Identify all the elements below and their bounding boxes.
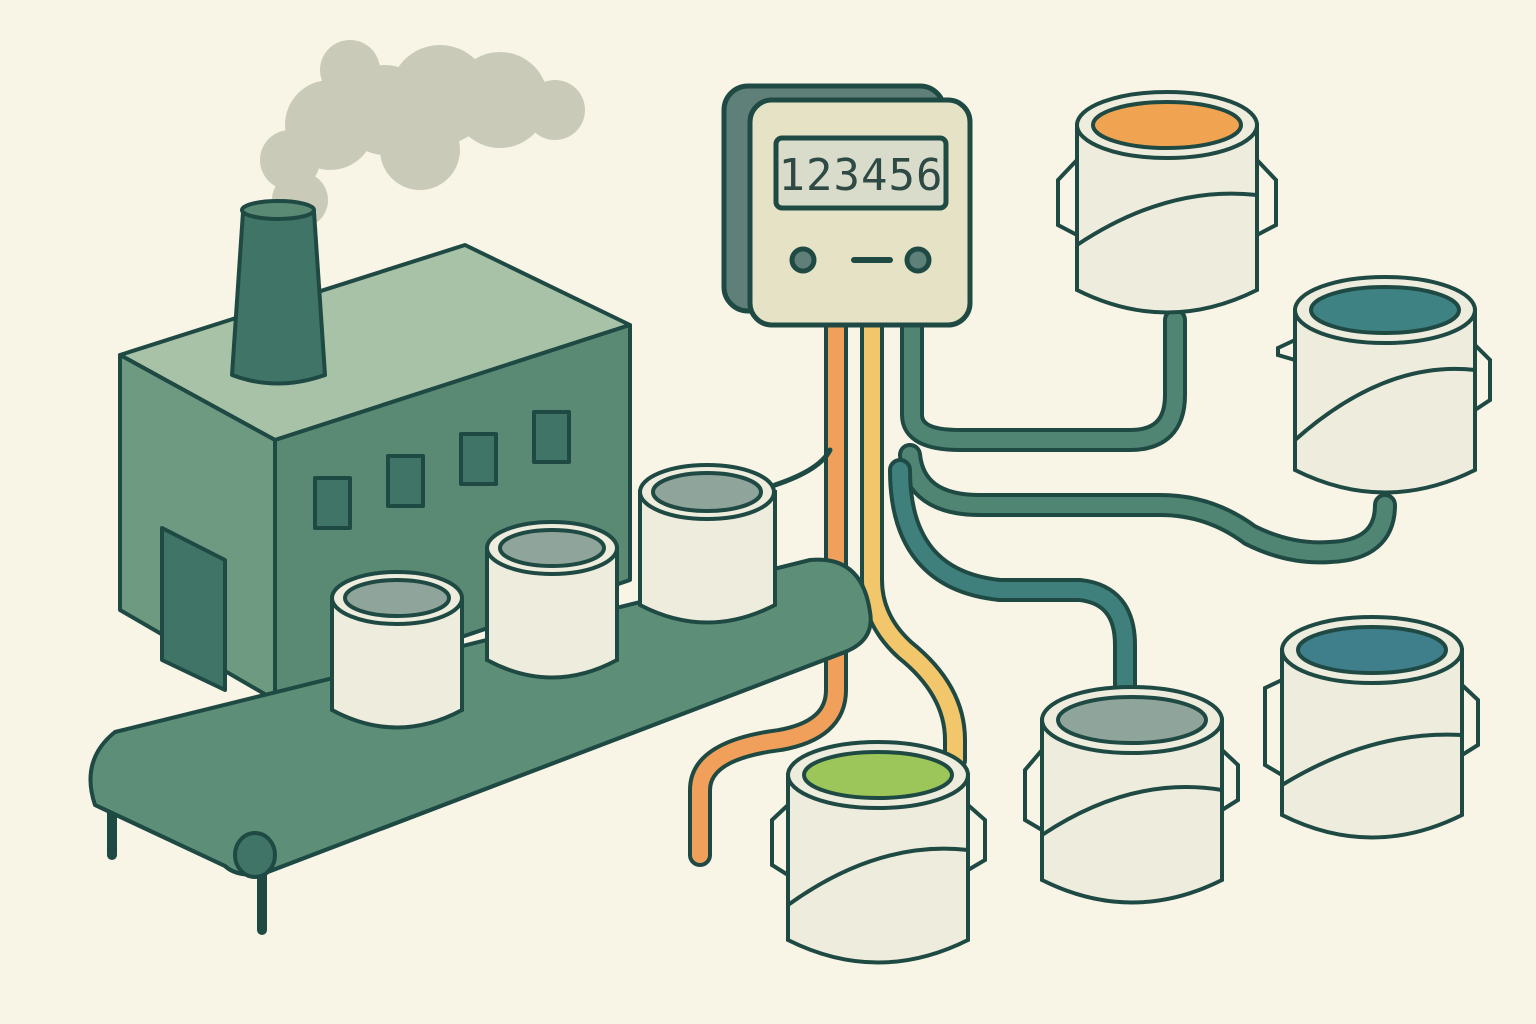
pipe-to-bucket-1 [900, 308, 1187, 452]
paint-bucket-icon [1023, 685, 1240, 905]
paint-bucket-icon [770, 740, 987, 965]
factory-icon [118, 199, 632, 702]
meter-icon [721, 83, 973, 328]
chimney [230, 210, 327, 386]
pipes [688, 308, 1397, 867]
smoke-cloud [260, 40, 585, 228]
paint-buckets [770, 90, 1492, 965]
factory-window [313, 476, 352, 530]
paint-bucket-icon [1276, 275, 1492, 495]
meter-display-value: 123456 [779, 150, 944, 201]
conveyor-cans [330, 463, 777, 730]
conveyor-roller [233, 831, 277, 879]
paint-bucket-icon [1056, 90, 1278, 315]
factory-door [160, 526, 227, 692]
meter-knob-left [789, 246, 817, 274]
meter-knob-right [904, 246, 932, 274]
conveyor-can [330, 570, 464, 730]
factory-window [459, 432, 498, 486]
paint-bucket-icon [1263, 615, 1480, 840]
meter-body [747, 97, 973, 328]
factory-window [532, 410, 571, 464]
factory-window [386, 454, 425, 508]
conveyor-can [485, 520, 619, 680]
pipe-thin [772, 447, 833, 488]
meter-screen [773, 135, 949, 211]
chimney-top [240, 199, 316, 221]
conveyor-belt [88, 557, 873, 935]
conveyor-can [638, 463, 777, 625]
